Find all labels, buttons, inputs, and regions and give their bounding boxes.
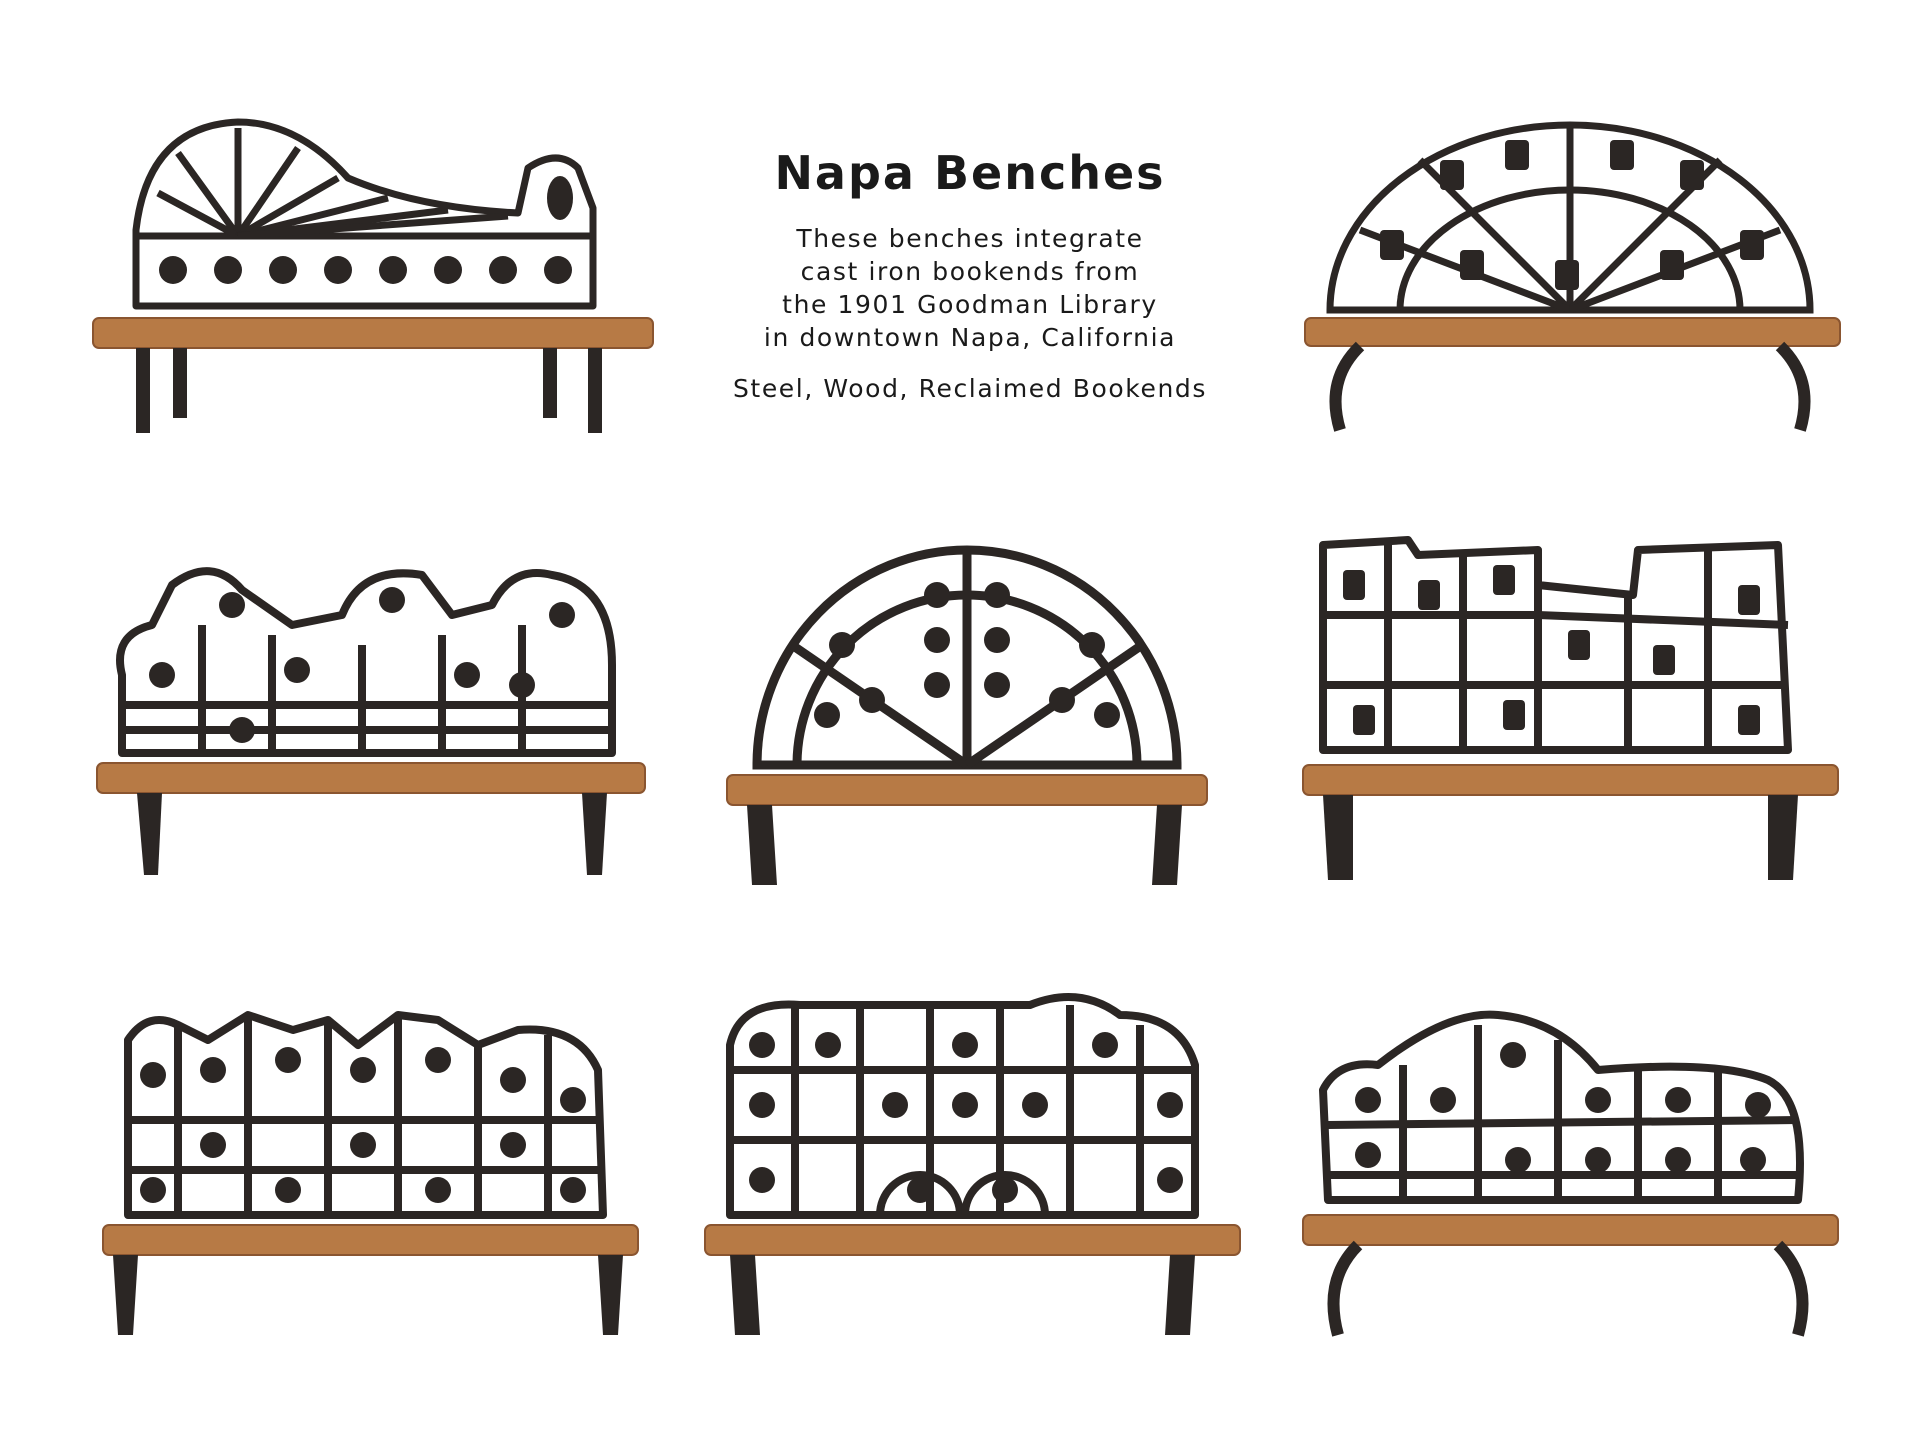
bench-fan-arch-image <box>1304 121 1841 432</box>
bench-hills-grid <box>92 545 650 895</box>
bench-semicircle <box>722 535 1212 895</box>
bench-peaks-grid <box>98 1000 643 1345</box>
materials-text: Steel, Wood, Reclaimed Bookends <box>732 374 1208 403</box>
page-title: Napa Benches <box>774 146 1166 200</box>
description-line: These benches integrate <box>796 224 1144 253</box>
description-line: in downtown Napa, California <box>763 323 1177 352</box>
heading-block: Napa Benches These benches integrate cas… <box>700 146 1240 403</box>
bench-peaks-grid-image <box>102 1011 639 1335</box>
bench-hills-grid-image <box>96 567 646 875</box>
description-line: the 1901 Goodman Library <box>782 290 1158 319</box>
bench-fan-arch <box>1300 120 1845 440</box>
bench-semicircle-image <box>726 545 1208 885</box>
description: These benches integrate cast iron booken… <box>700 222 1240 354</box>
description-line: cast iron bookends from <box>800 257 1140 286</box>
bench-arch-grid-image <box>704 993 1241 1335</box>
bench-sunrise-scroll-image <box>92 118 654 433</box>
bench-wave-grid <box>1298 1000 1843 1345</box>
bench-blocky-grid <box>1298 525 1843 895</box>
bench-blocky-grid-image <box>1302 536 1839 880</box>
bench-wave-grid-image <box>1302 1010 1839 1337</box>
bench-arch-grid <box>700 985 1245 1345</box>
bench-sunrise-scroll <box>88 118 658 448</box>
